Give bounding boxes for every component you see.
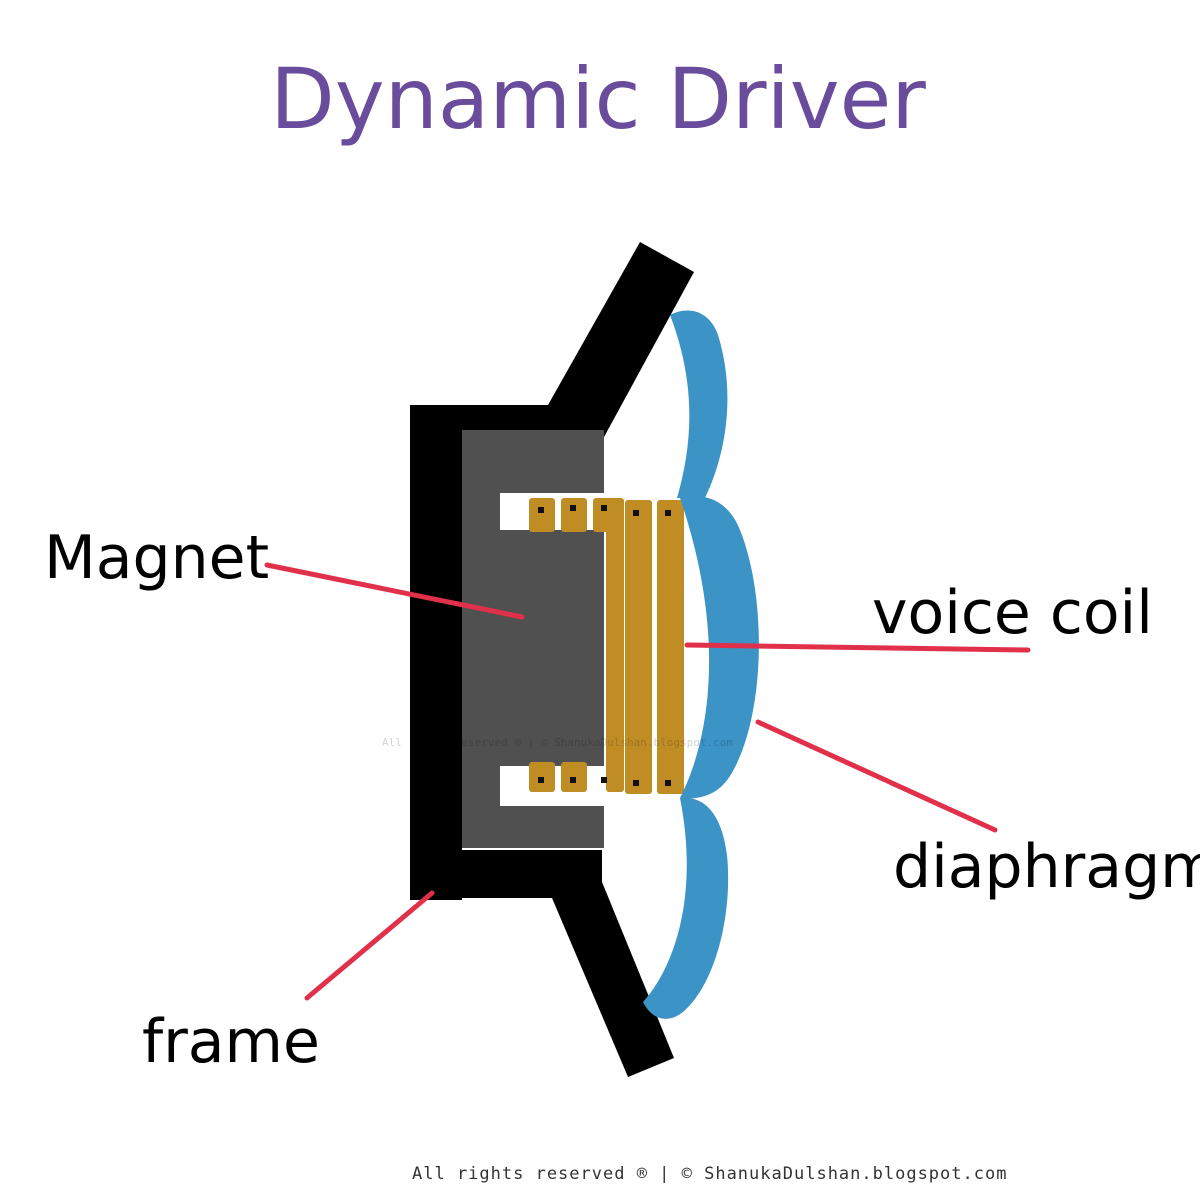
voice-coil xyxy=(529,498,684,794)
coil-dot xyxy=(538,507,544,513)
diaphragm-label: diaphragm xyxy=(893,832,1200,902)
coil-dot xyxy=(538,777,544,783)
coil-dot xyxy=(633,780,639,786)
voice-coil-pointer-line xyxy=(684,642,1031,653)
coil-winding-long xyxy=(606,498,624,792)
frame xyxy=(410,242,694,1077)
diaphragm-pointer-line xyxy=(755,719,998,833)
coil-winding-long xyxy=(657,500,684,794)
coil-dot xyxy=(570,777,576,783)
copyright-footer: All rights reserved ® | © ShanukaDulshan… xyxy=(412,1164,1007,1184)
frame-label: frame xyxy=(142,1007,320,1077)
frame-bottom-arm xyxy=(552,882,674,1077)
coil-winding xyxy=(561,498,587,532)
frame-pointer-line xyxy=(304,890,435,1001)
coil-dot xyxy=(570,505,576,511)
watermark: All rights reserved ® | © ShanukaDulshan… xyxy=(382,736,733,749)
surround-top xyxy=(670,310,728,498)
pointers xyxy=(264,562,1031,1001)
magnet-label: Magnet xyxy=(44,523,269,593)
page-title: Dynamic Driver xyxy=(270,50,926,148)
voice-coil-label: voice coil xyxy=(872,578,1153,648)
coil-dot xyxy=(665,780,671,786)
surround-bottom xyxy=(643,797,729,1019)
frame-back-plate xyxy=(410,405,462,900)
coil-dot xyxy=(665,510,671,516)
coil-dot xyxy=(601,777,607,783)
frame-top-arm xyxy=(548,242,694,448)
magnet-pointer-line xyxy=(264,562,525,620)
frame-bottom-bar xyxy=(410,850,602,898)
coil-dot xyxy=(633,510,639,516)
coil-winding xyxy=(529,498,555,532)
coil-dot xyxy=(601,505,607,511)
coil-winding-long xyxy=(625,500,652,794)
